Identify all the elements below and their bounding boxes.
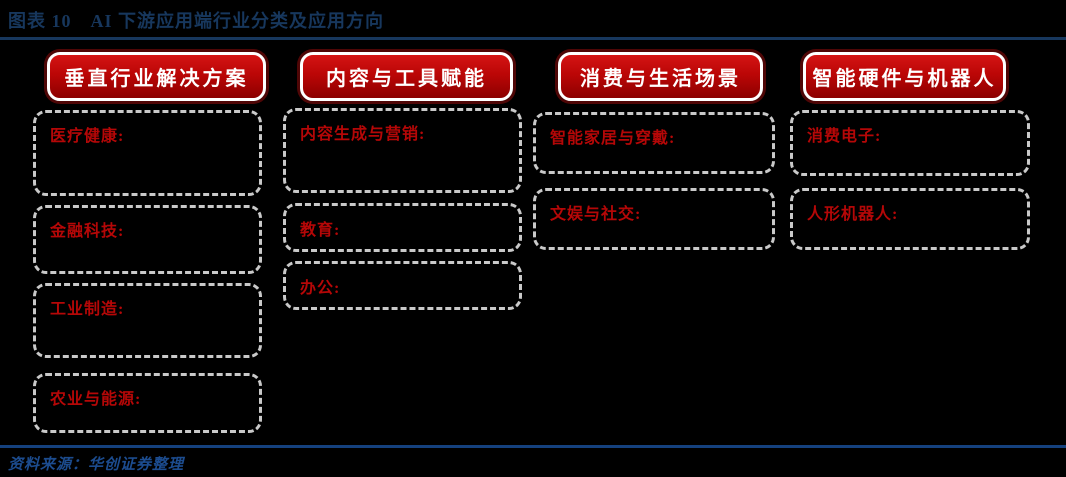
title-divider-rule: [0, 37, 1066, 40]
header-button-smart-hardware-robots: 智能硬件与机器人: [803, 52, 1006, 101]
category-box-medical-health: 医疗健康:: [33, 110, 262, 196]
category-label: 医疗健康:: [50, 128, 125, 145]
category-box-smart-home-wearables: 智能家居与穿戴:: [533, 112, 775, 174]
category-label: 文娱与社交:: [550, 206, 642, 223]
category-label: 金融科技:: [50, 223, 125, 240]
header-button-vertical-industry-solutions: 垂直行业解决方案: [47, 52, 266, 101]
category-box-industrial-manufacturing: 工业制造:: [33, 283, 262, 358]
category-box-agriculture-energy: 农业与能源:: [33, 373, 262, 433]
category-box-entertainment-social: 文娱与社交:: [533, 188, 775, 250]
header-button-content-tools-empowerment: 内容与工具赋能: [300, 52, 513, 101]
category-box-fintech: 金融科技:: [33, 205, 262, 274]
category-box-office: 办公:: [283, 261, 522, 310]
category-box-content-generation-marketing: 内容生成与营销:: [283, 108, 522, 193]
category-label: 教育:: [300, 221, 341, 239]
category-label: 工业制造:: [50, 301, 125, 318]
header-button-consumption-life-scenarios: 消费与生活场景: [558, 52, 763, 101]
category-label: 办公:: [300, 279, 341, 297]
figure-title: 图表 10 AI 下游应用端行业分类及应用方向: [8, 11, 385, 31]
source-note: 资料来源：华创证券整理: [8, 457, 185, 473]
category-label: 农业与能源:: [50, 391, 142, 408]
category-label: 人形机器人:: [807, 206, 899, 223]
category-label: 消费电子:: [807, 128, 882, 145]
category-box-consumer-electronics: 消费电子:: [790, 110, 1030, 176]
category-box-education: 教育:: [283, 203, 522, 252]
category-box-humanoid-robots: 人形机器人:: [790, 188, 1030, 250]
category-label: 智能家居与穿戴:: [550, 130, 676, 147]
category-label: 内容生成与营销:: [300, 126, 426, 143]
footer-divider-rule: [0, 445, 1066, 448]
